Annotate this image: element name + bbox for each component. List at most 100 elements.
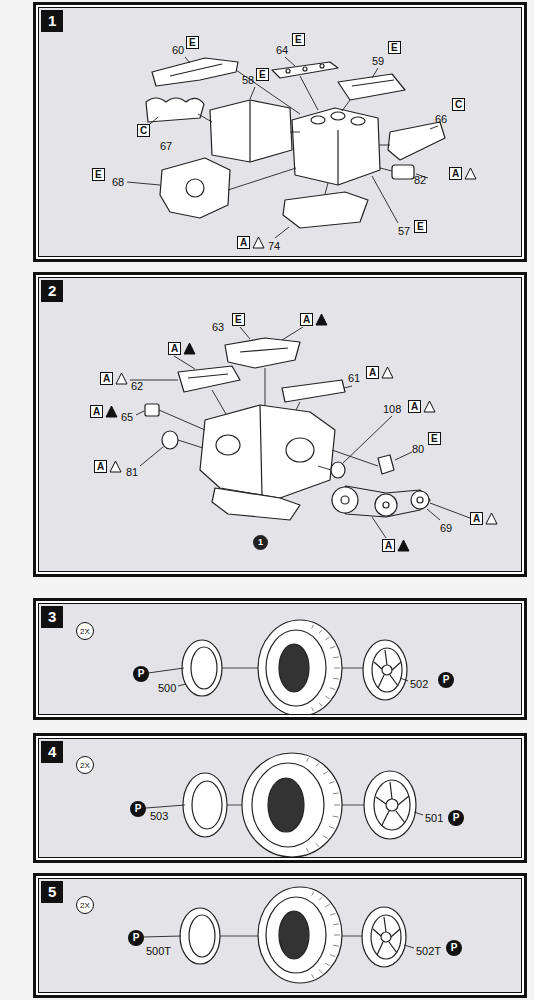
tire-tread (323, 836, 327, 839)
leader-line (140, 447, 163, 466)
tire-tread (312, 892, 314, 896)
step-panel: 1EEEECCEAAE (33, 2, 527, 262)
quantity-badge: 2X (76, 896, 94, 914)
part-code: A (473, 513, 480, 524)
paint-symbol (106, 406, 117, 417)
paint-code-box: E (232, 313, 245, 326)
paint-code-box: A (470, 512, 483, 525)
part-code: C (455, 99, 462, 110)
tire-tread (333, 678, 339, 680)
engine-assembly (378, 455, 394, 474)
tire-tread (325, 904, 329, 907)
callout-number: 62 (131, 380, 143, 392)
engine-assembly (216, 435, 240, 455)
leader-line (285, 57, 295, 66)
leader-line (430, 503, 470, 518)
tire-tread (334, 668, 340, 669)
part-code: E (235, 314, 242, 325)
tire-tread (334, 935, 340, 936)
part-code: 1 (258, 537, 263, 547)
paint-code-box: A (90, 405, 103, 418)
engine-part (170, 64, 222, 76)
leader-line (318, 466, 331, 470)
wheel-assembly (382, 665, 392, 675)
engine-part (249, 100, 250, 162)
paint-symbol (465, 168, 476, 179)
part-code: A (411, 401, 418, 412)
engine-part (283, 192, 368, 228)
tire-tread (333, 816, 339, 818)
paint-symbol (316, 314, 327, 325)
leader-line (178, 440, 203, 448)
part-code: A (303, 314, 310, 325)
callout-number: 61 (348, 372, 360, 384)
leader-line (372, 176, 398, 223)
tire-tread (319, 703, 322, 706)
wheel-assembly (363, 640, 407, 700)
part-code: A (369, 367, 376, 378)
leader-line (143, 936, 181, 937)
engine-assembly (332, 486, 430, 517)
paint-symbol (184, 343, 195, 354)
part-tree-badge: P (446, 940, 462, 956)
engine-assembly (178, 366, 240, 392)
engine-assembly (341, 496, 349, 504)
paint-code-box: C (452, 98, 465, 111)
paint-code-box: A (366, 366, 379, 379)
step-number: 5 (41, 881, 63, 903)
tire-tread (329, 782, 334, 784)
step-panel: 42XPP (33, 733, 527, 863)
part-code: E (431, 433, 438, 444)
tire-tread (312, 707, 314, 711)
part-code: C (140, 125, 147, 136)
engine-assembly (286, 438, 314, 462)
engine-part (320, 64, 324, 68)
paint-symbol (253, 237, 264, 248)
paint-code-box: A (94, 460, 107, 473)
tire-tread (306, 848, 308, 852)
wheel-assembly (279, 911, 309, 959)
callout-number: 500T (146, 945, 171, 957)
part-code: E (295, 34, 302, 45)
paint-code-box: E (388, 41, 401, 54)
engine-assembly (332, 487, 358, 513)
part-code: A (240, 237, 247, 248)
panel-ground (38, 878, 522, 993)
wheel-assembly (189, 915, 215, 957)
leader-line (265, 368, 266, 406)
callout-number: 501 (425, 812, 443, 824)
wheel-assembly (258, 620, 342, 716)
engine-part (160, 158, 230, 218)
paint-code-box: A (300, 313, 313, 326)
leader-line (127, 57, 438, 238)
part-tree-badge: P (130, 801, 146, 817)
leader-line (240, 327, 250, 339)
callout-number: 59 (372, 55, 384, 67)
part-code: P (138, 668, 145, 679)
engine-part (146, 58, 445, 228)
leader-line (300, 76, 318, 110)
leader-line (146, 805, 185, 808)
engine-assembly (212, 488, 300, 520)
tire-tread (333, 923, 339, 925)
wheel-assembly (266, 630, 326, 706)
callout-number: 500 (158, 682, 176, 694)
tire-tread (330, 955, 335, 957)
wheel-assembly (180, 908, 220, 964)
leader-line (130, 327, 470, 538)
leader-line (372, 68, 378, 78)
paint-symbol (398, 540, 409, 551)
callout-number: 68 (112, 176, 124, 188)
engine-assembly (145, 404, 159, 416)
part-code: 2X (80, 901, 90, 910)
paint-code-box: C (137, 124, 150, 137)
callout-number: 58 (242, 74, 254, 86)
tire-tread (330, 913, 335, 915)
leader-line (250, 87, 255, 99)
wheel-assembly (376, 782, 409, 825)
engine-part (351, 117, 365, 125)
paint-code-box: A (449, 167, 462, 180)
wheel-assembly (266, 897, 326, 973)
engine-assembly (383, 502, 389, 508)
